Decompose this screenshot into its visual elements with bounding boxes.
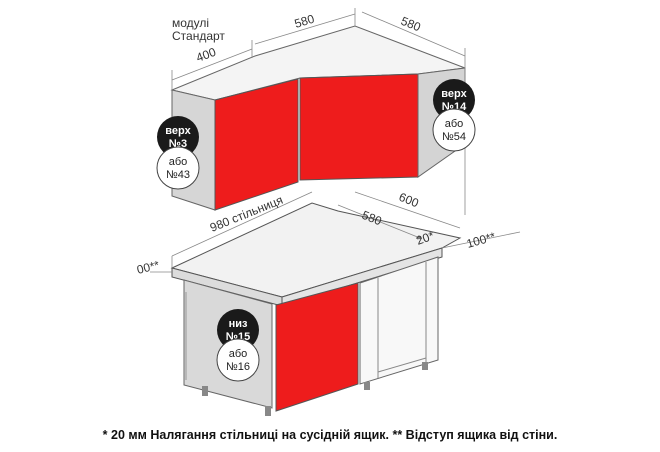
- cabinet-leg: [364, 382, 370, 390]
- svg-text:або: або: [229, 348, 248, 360]
- base-corner-frame: [359, 256, 439, 385]
- cabinet-leg: [265, 406, 271, 416]
- svg-text:низ: низ: [229, 318, 248, 330]
- upper-corner-facade: [299, 73, 419, 181]
- badge-lower: низ №15 або №16: [216, 309, 260, 382]
- dim-top-mid: 580: [293, 12, 317, 31]
- module-series-label: модулі: [172, 16, 209, 30]
- base-facade: [275, 282, 359, 412]
- upper-left-facade: [214, 78, 299, 211]
- svg-text:верх: верх: [165, 125, 191, 137]
- footnote: * 20 мм Налягання стільниці на сусідній …: [102, 428, 558, 442]
- badge-upper-left: верх №3 або №43: [156, 116, 200, 190]
- dim-top-left: 400: [194, 45, 218, 65]
- dim-offset-left: 00**: [135, 258, 161, 277]
- cabinet-leg: [202, 386, 208, 396]
- module-series-name: Стандарт: [172, 29, 225, 43]
- dim-overlap: 20*: [414, 228, 436, 247]
- dimension-lines: [150, 8, 521, 380]
- svg-text:№43: №43: [166, 169, 190, 181]
- svg-text:№16: №16: [226, 361, 250, 373]
- svg-text:або: або: [445, 118, 464, 130]
- cabinet-leg: [422, 362, 428, 370]
- svg-text:№54: №54: [442, 131, 466, 143]
- badge-upper-right: верх №14 або №54: [432, 79, 476, 152]
- dim-top-right: 580: [399, 14, 423, 35]
- svg-text:верх: верх: [441, 88, 467, 100]
- svg-text:або: або: [169, 156, 188, 168]
- dim-offset-right: 100**: [465, 229, 497, 251]
